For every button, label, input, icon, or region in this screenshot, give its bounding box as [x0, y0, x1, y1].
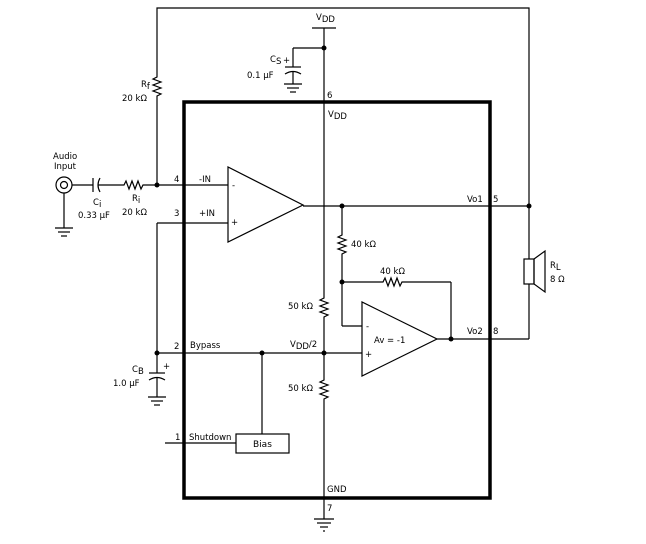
ci-label: Ci [93, 198, 101, 210]
pin2-label: 2 [174, 342, 179, 352]
amp1-plus: + [231, 218, 238, 228]
amp2-triangle [361, 301, 439, 377]
audio-label-2: Input [54, 162, 77, 172]
ground-symbol-bottom [314, 518, 334, 532]
amp1-triangle [227, 166, 305, 243]
vo2-label: Vo2 [467, 327, 483, 337]
rl-value: 8 Ω [550, 275, 565, 285]
cb-capacitor [148, 353, 166, 406]
r40-horizontal [381, 276, 404, 288]
cs-capacitor [284, 47, 324, 93]
ci-value: 0.33 µF [78, 211, 110, 221]
rl-label: RL [550, 261, 561, 273]
vdd2-label: VDD/2 [290, 340, 317, 352]
plus-in-label: +IN [199, 209, 215, 219]
cb-value: 1.0 µF [113, 379, 140, 389]
bypass-label: Bypass [190, 341, 221, 351]
junction-vdd2 [321, 350, 327, 356]
bias-label: Bias [253, 440, 272, 450]
pin3-label: 3 [174, 209, 179, 219]
vdd-inner-label: VDD [328, 110, 347, 122]
rf-value: 20 kΩ [122, 94, 147, 104]
cs-label: CS [270, 55, 281, 67]
cb-label: CB [132, 365, 144, 377]
junction-cs [321, 45, 327, 51]
ri-resistor [122, 179, 145, 191]
pin6-label: 6 [327, 91, 332, 101]
ic-package [182, 100, 492, 500]
shutdown-label: Shutdown [189, 433, 231, 443]
pin4-label: 4 [174, 175, 179, 185]
junction-vo2 [448, 336, 454, 342]
audio-label-1: Audio [53, 152, 77, 162]
cb-plus-label: + [163, 362, 170, 372]
gnd-label: GND [327, 485, 347, 495]
minus-in-label: -IN [199, 175, 211, 185]
vdd-top-symbol [312, 27, 336, 102]
pin8-label: 8 [493, 327, 498, 337]
r50-lower [318, 378, 330, 400]
r50-upper-label: 50 kΩ [288, 302, 313, 312]
r40-vertical [336, 233, 348, 256]
feedback-wire [156, 7, 530, 207]
vo1-label: Vo1 [467, 195, 483, 205]
pin5-label: 5 [493, 195, 498, 205]
cs-value: 0.1 µF [247, 71, 274, 81]
junction-rf [154, 182, 160, 188]
speaker-icon [523, 249, 546, 294]
amp2-plus: + [365, 350, 372, 360]
rf-resistor [151, 75, 163, 98]
amp2-minus: - [366, 322, 369, 332]
r40-vertical-label: 40 kΩ [351, 240, 376, 250]
r50-lower-label: 50 kΩ [288, 384, 313, 394]
vdd-top-label: VDD [316, 13, 335, 25]
cs-plus-label: + [283, 56, 290, 66]
r50-upper [318, 296, 330, 318]
amp1-minus: - [232, 181, 235, 191]
pin7-label: 7 [327, 504, 332, 514]
ri-value: 20 kΩ [122, 208, 147, 218]
av-label: Av = -1 [374, 336, 405, 346]
r40-horizontal-label: 40 kΩ [380, 267, 405, 277]
rf-label: Rf [141, 80, 151, 92]
pin1-label: 1 [175, 433, 180, 443]
ri-label: Ri [132, 194, 140, 206]
audio-input-jack [55, 176, 73, 237]
